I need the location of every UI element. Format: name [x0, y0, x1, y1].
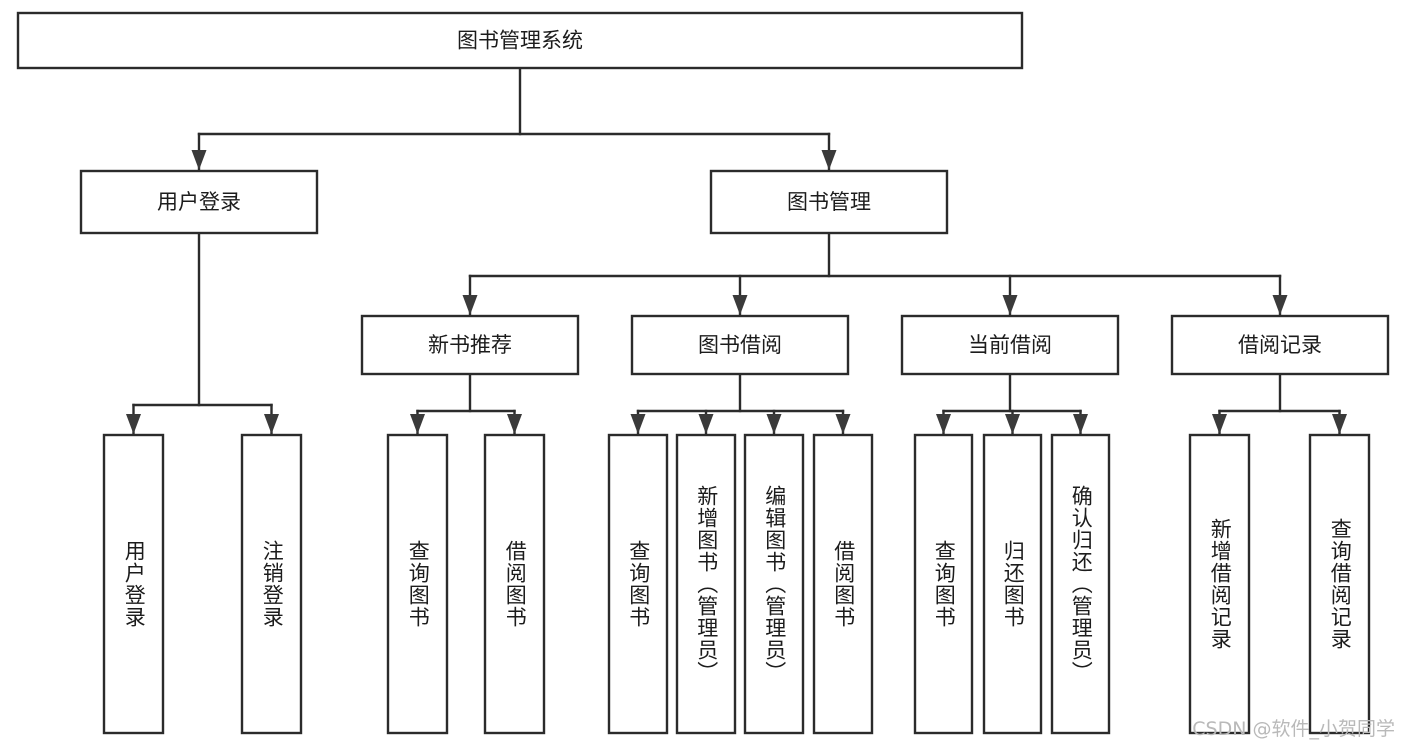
- root-node-label: 图书管理系统: [457, 29, 583, 53]
- level2-node-label-0: 用户登录: [157, 190, 241, 214]
- leaf-node-box-9[interactable]: [982, 433, 1043, 735]
- arrow-icon: [630, 414, 646, 434]
- leaf-node-box-2[interactable]: [386, 433, 449, 735]
- arrow-icon: [821, 150, 837, 170]
- arrow-icon: [1332, 414, 1347, 434]
- level2-node-box-0[interactable]: [79, 169, 319, 235]
- leaf-node-box-7[interactable]: [812, 433, 874, 735]
- level3-node-box-2[interactable]: [900, 314, 1120, 376]
- arrow-icon: [698, 414, 714, 434]
- root-node-box[interactable]: [16, 11, 1024, 70]
- arrow-icon: [1002, 295, 1018, 315]
- leaf-node-box-8[interactable]: [913, 433, 974, 735]
- leaf-node-box-1[interactable]: [240, 433, 303, 735]
- leaf-node-box-0[interactable]: [102, 433, 165, 735]
- arrow-icon: [264, 414, 279, 434]
- level3-node-label-3: 借阅记录: [1238, 333, 1322, 357]
- leaf-node-box-4[interactable]: [607, 433, 669, 735]
- arrow-icon: [1212, 414, 1227, 434]
- level3-node-label-0: 新书推荐: [428, 333, 512, 357]
- arrow-icon: [410, 414, 425, 434]
- level3-node-box-1[interactable]: [630, 314, 850, 376]
- arrow-icon: [462, 295, 478, 315]
- arrow-icon: [936, 414, 951, 434]
- arrow-icon: [191, 150, 207, 170]
- level3-node-box-0[interactable]: [360, 314, 580, 376]
- arrow-icon: [835, 414, 851, 434]
- arrow-icon: [126, 414, 141, 434]
- arrow-icon: [1073, 414, 1088, 434]
- level2-node-label-1: 图书管理: [787, 190, 871, 214]
- arrow-icon: [1272, 295, 1288, 315]
- leaf-node-box-10[interactable]: [1050, 433, 1111, 735]
- arrow-icon: [1005, 414, 1020, 434]
- level3-node-label-1: 图书借阅: [698, 333, 782, 357]
- leaf-node-box-12[interactable]: [1308, 433, 1371, 735]
- leaf-node-box-3[interactable]: [483, 433, 546, 735]
- leaf-node-box-11[interactable]: [1188, 433, 1251, 735]
- leaf-node-box-6[interactable]: [743, 433, 805, 735]
- node-box-layer: [16, 11, 1390, 735]
- level3-node-label-2: 当前借阅: [968, 333, 1052, 357]
- arrow-icon: [766, 414, 782, 434]
- level2-node-box-1[interactable]: [709, 169, 949, 235]
- level3-node-box-3[interactable]: [1170, 314, 1390, 376]
- connector-layer: [126, 66, 1347, 436]
- leaf-node-box-5[interactable]: [675, 433, 737, 735]
- arrow-icon: [732, 295, 748, 315]
- arrow-icon: [507, 414, 522, 434]
